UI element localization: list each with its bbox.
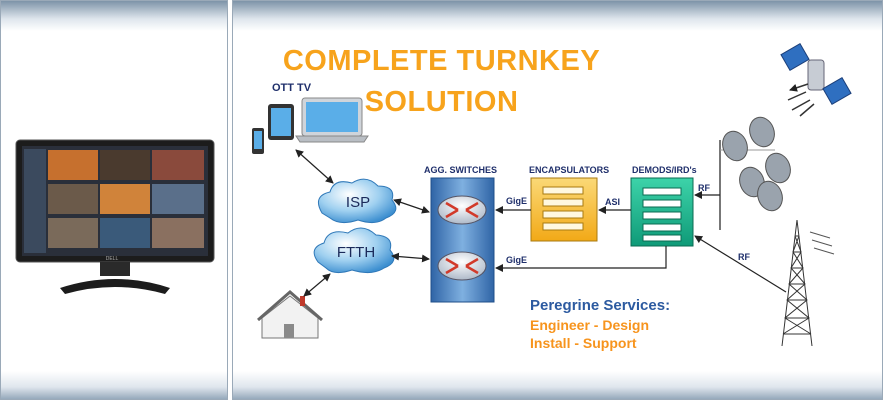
house-icon	[257, 290, 323, 339]
ott-isp-link	[295, 149, 334, 184]
satellite-dishes-icon	[719, 116, 791, 230]
gige-top-label: GigE	[506, 196, 528, 206]
demods-box	[630, 177, 694, 247]
agg-switches-box	[430, 177, 495, 303]
demods-label: DEMODS/IRD's	[632, 165, 697, 175]
laptop-icon	[295, 97, 369, 143]
isp-label: ISP	[345, 194, 371, 211]
tower-demod-link	[694, 235, 787, 293]
ott-label: OTT TV	[272, 82, 312, 94]
rf-top-label: RF	[698, 183, 710, 193]
encapsulators-box	[530, 177, 598, 242]
demod-switch-link	[495, 246, 667, 272]
phone-icon	[252, 128, 264, 154]
services-line-1: Engineer - Design	[530, 317, 650, 333]
broadcast-tower-icon	[781, 219, 835, 347]
title-line-2: SOLUTION	[364, 86, 519, 118]
asi-label: ASI	[605, 197, 621, 207]
ftth-label: FTTH	[336, 244, 376, 261]
services-line-2: Install - Support	[530, 335, 637, 351]
connection-lines	[295, 149, 787, 297]
isp-switch-link	[393, 198, 430, 214]
rf-bottom-label: RF	[738, 252, 750, 262]
isp-cloud-icon	[317, 178, 397, 224]
satellite-icon	[780, 43, 852, 117]
title-line-1: COMPLETE TURNKEY	[282, 45, 601, 77]
ftth-house-link	[303, 273, 331, 297]
encapsulators-label: ENCAPSULATORS	[529, 165, 610, 175]
monitor-icon: DELL	[15, 139, 215, 294]
gige-bottom-label: GigE	[506, 255, 528, 265]
ftth-switch-link	[391, 252, 430, 263]
services-title: Peregrine Services:	[530, 297, 671, 314]
ftth-cloud-icon	[313, 227, 395, 274]
tablet-icon	[268, 104, 294, 140]
agg-switches-label: AGG. SWITCHES	[424, 165, 498, 175]
monitor-brand: DELL	[106, 256, 119, 262]
